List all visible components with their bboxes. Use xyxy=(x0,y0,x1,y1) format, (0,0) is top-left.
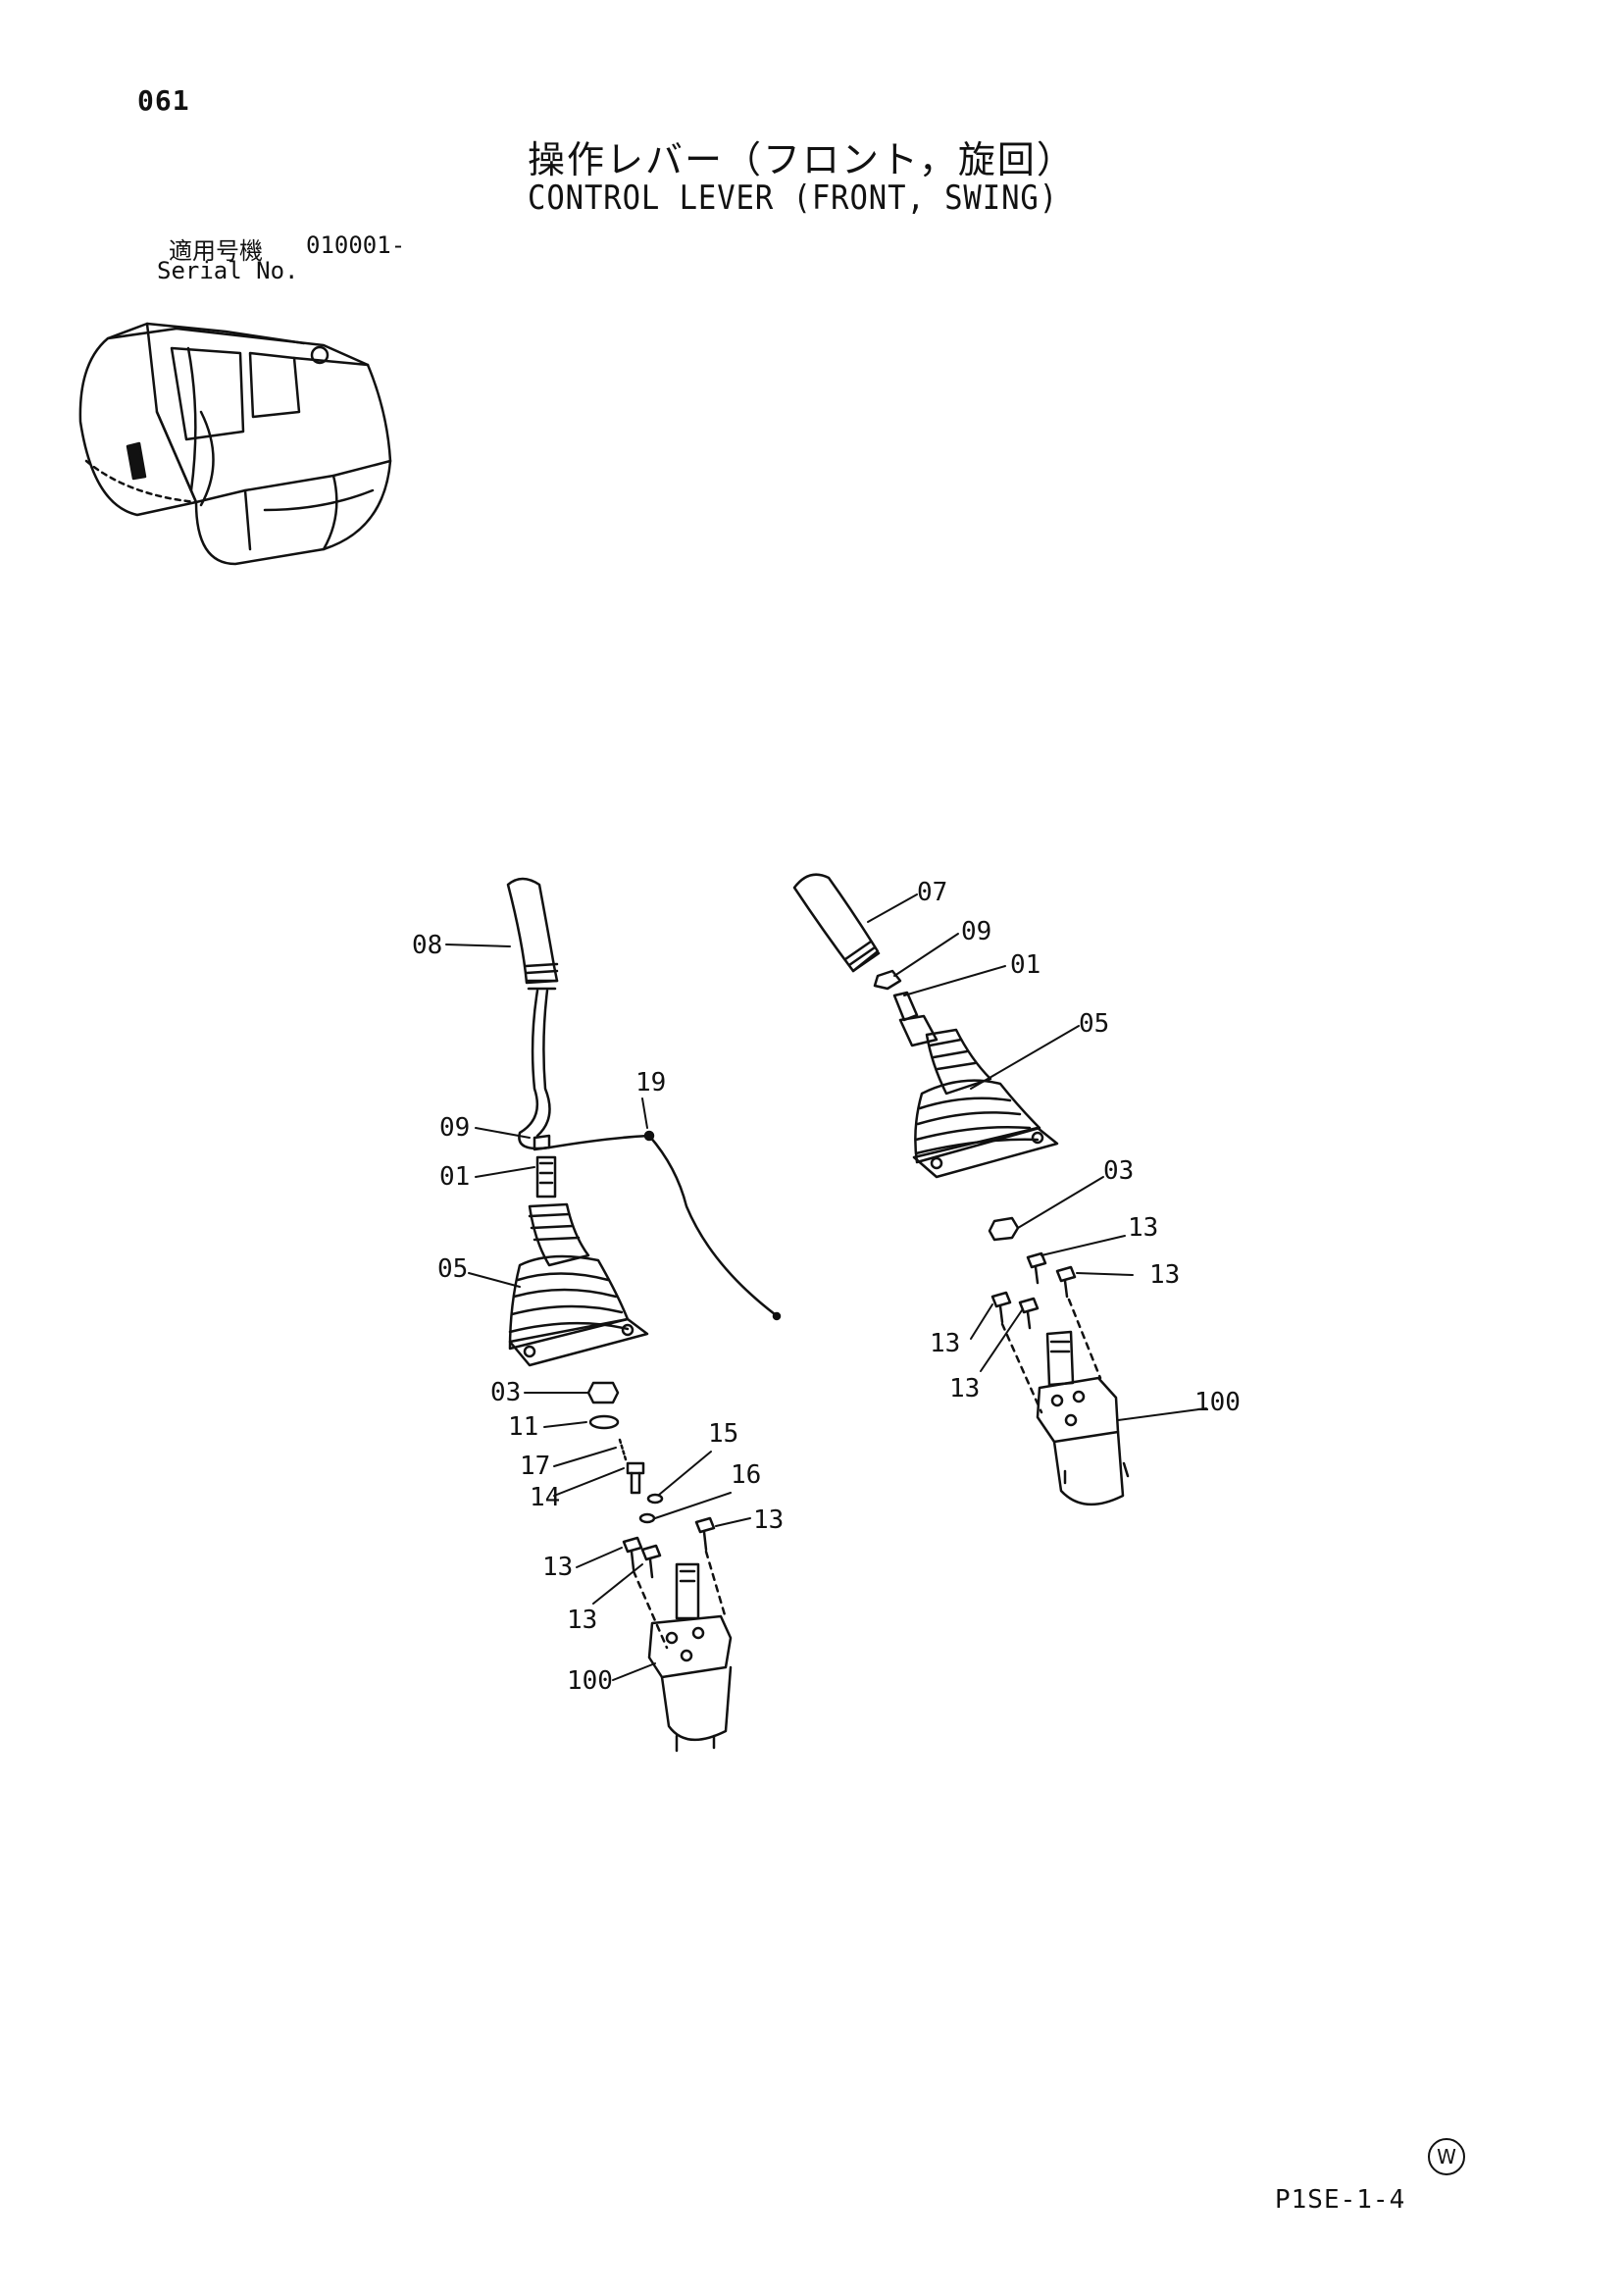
callout-label: 14 xyxy=(530,1483,560,1512)
sheet-code: P1SE-1-4 xyxy=(1275,2185,1406,2215)
callout-label: 13 xyxy=(753,1505,784,1535)
callout-label: 11 xyxy=(508,1412,538,1442)
callout-label: 13 xyxy=(930,1329,960,1358)
w-symbol-icon: W xyxy=(1428,2138,1465,2175)
callout-label: 100 xyxy=(567,1666,613,1696)
callout-label: 17 xyxy=(520,1452,550,1481)
right-lever-assembly xyxy=(792,873,1130,1506)
serial-label-japanese: 適用号機 xyxy=(169,237,263,265)
callout-label: 100 xyxy=(1194,1388,1241,1417)
callout-label: 13 xyxy=(949,1374,980,1403)
serial-number-range: 010001- xyxy=(306,231,406,259)
callout-label: 13 xyxy=(542,1553,573,1582)
callout-label: 19 xyxy=(635,1068,666,1097)
callout-label: 13 xyxy=(1128,1213,1158,1243)
callout-label: 01 xyxy=(439,1162,470,1192)
cab-location-icon xyxy=(78,322,392,566)
callout-label: 07 xyxy=(917,878,947,907)
callout-label: 03 xyxy=(1103,1156,1134,1186)
page-number: 061 xyxy=(137,84,190,117)
right-callout-labels: 07 09 01 05 03 13 13 13 13 100 xyxy=(917,878,1241,1417)
left-callout-labels: 08 19 09 01 05 03 11 17 14 15 16 13 13 1… xyxy=(412,931,784,1696)
left-lever-assembly xyxy=(506,877,782,1753)
callout-label: 16 xyxy=(731,1460,761,1490)
callout-label: 05 xyxy=(1079,1009,1109,1039)
callout-label: 01 xyxy=(1010,950,1040,980)
serial-label-english: Serial No. xyxy=(157,257,299,284)
callout-label: 15 xyxy=(708,1419,738,1449)
page-title-english: CONTROL LEVER (FRONT, SWING) xyxy=(528,179,1059,218)
callout-label: 03 xyxy=(490,1378,521,1407)
page-title-japanese: 操作レバー（フロント，旋回） xyxy=(528,138,1076,181)
callout-label: 13 xyxy=(1149,1260,1180,1290)
callout-label: 05 xyxy=(437,1254,468,1284)
callout-leaders xyxy=(445,893,1207,1681)
callout-label: 09 xyxy=(961,917,991,946)
callout-label: 09 xyxy=(439,1113,470,1143)
callout-label: 13 xyxy=(567,1606,597,1635)
callout-label: 08 xyxy=(412,931,442,960)
